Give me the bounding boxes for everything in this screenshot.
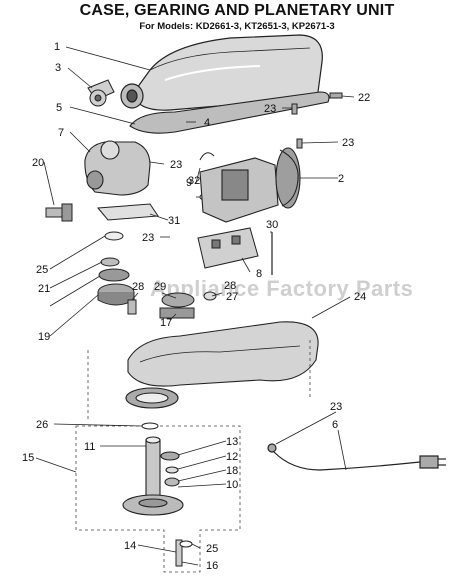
callout-22: 22: [358, 92, 370, 104]
callout-16: 16: [206, 560, 218, 572]
part-power-cord: [267, 443, 446, 471]
part-screw-23a: [291, 103, 298, 115]
callout-11: 11: [84, 441, 95, 453]
callout-24: 24: [354, 291, 366, 303]
planetary-assembly-outline: [75, 340, 311, 573]
callout-25a: 25: [36, 264, 48, 276]
watermark: Appliance Factory Parts: [150, 276, 413, 301]
callout-29: 29: [154, 281, 166, 293]
callout-9: 9: [186, 177, 192, 189]
callout-17: 17: [160, 317, 172, 329]
part-worm-gear: [127, 291, 217, 319]
callout-23b: 23: [342, 137, 354, 149]
callout-30: 30: [266, 219, 278, 231]
callout-15: 15: [22, 452, 34, 464]
callout-14: 14: [124, 540, 136, 552]
callout-labels: 1 2 3 4 5 7 8 9 10 11 12 13 14 15 16 17 …: [22, 41, 370, 572]
callout-1: 1: [54, 41, 60, 53]
callout-18: 18: [226, 465, 238, 477]
callout-26: 26: [36, 419, 48, 431]
part-trim-band: [129, 91, 330, 134]
callout-21: 21: [38, 283, 50, 295]
callout-2: 2: [338, 173, 344, 185]
callout-8: 8: [256, 268, 262, 280]
part-pin-16: [175, 539, 193, 567]
callout-25b: 25: [206, 543, 218, 555]
part-ring-26: [141, 422, 159, 430]
callout-12: 12: [226, 451, 238, 463]
part-gasket-plate: [96, 203, 159, 221]
callout-20: 20: [32, 157, 44, 169]
callout-5: 5: [56, 102, 62, 114]
callout-4: 4: [204, 117, 210, 129]
part-motor: [199, 147, 301, 223]
part-speed-control: [87, 79, 115, 107]
part-upper-case: [120, 34, 323, 111]
part-control-board: [197, 227, 259, 269]
callout-28a: 28: [132, 281, 144, 293]
callout-28b: 28: [224, 280, 236, 292]
callout-23a: 23: [264, 103, 276, 115]
callout-10: 10: [226, 479, 238, 491]
callout-23d: 23: [142, 232, 154, 244]
callout-3: 3: [55, 62, 61, 74]
part-gear-housing: [84, 140, 151, 196]
callout-31: 31: [168, 215, 180, 227]
callout-27: 27: [226, 291, 238, 303]
callout-23e: 23: [330, 401, 342, 413]
part-clip-9: [199, 152, 215, 161]
part-planetary-unit: [122, 436, 184, 516]
callout-32: 32: [188, 175, 200, 187]
model-list: For Models: KD2661-3, KT2651-3, KP2671-3: [139, 21, 335, 32]
part-lower-case: [125, 321, 319, 409]
part-screw-22: [329, 92, 343, 99]
part-output-shaft: [45, 203, 73, 222]
callout-13: 13: [226, 436, 238, 448]
part-screw-23b: [296, 138, 303, 149]
callout-6: 6: [332, 419, 338, 431]
leader-lines: [35, 46, 355, 566]
callout-19: 19: [38, 331, 50, 343]
callout-7: 7: [58, 127, 64, 139]
callout-23c: 23: [170, 159, 182, 171]
part-gear-stack: [97, 231, 135, 306]
diagram-title: CASE, GEARING AND PLANETARY UNIT: [79, 2, 395, 19]
